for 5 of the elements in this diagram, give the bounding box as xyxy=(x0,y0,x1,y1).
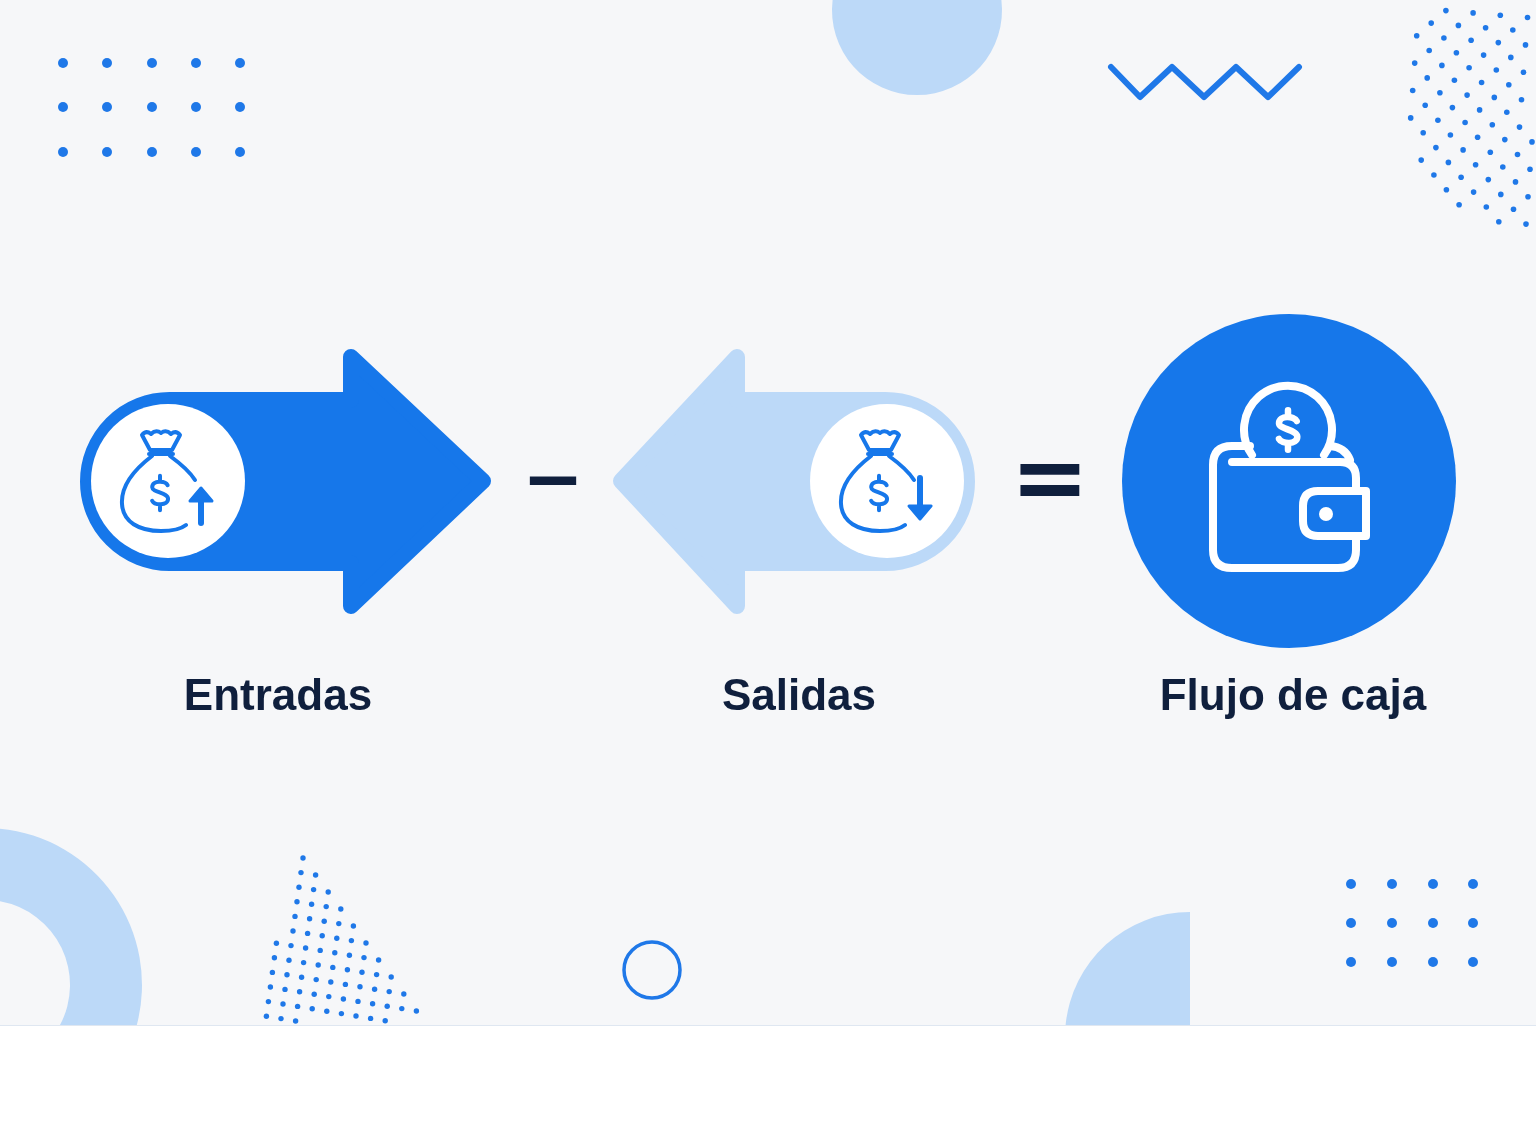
minus-sign: − xyxy=(522,441,584,515)
label-text: Entradas xyxy=(183,669,373,721)
label-text: Salidas xyxy=(721,669,877,721)
label-text: Flujo de caja xyxy=(1159,669,1427,721)
equals-sign: = xyxy=(1010,431,1090,525)
